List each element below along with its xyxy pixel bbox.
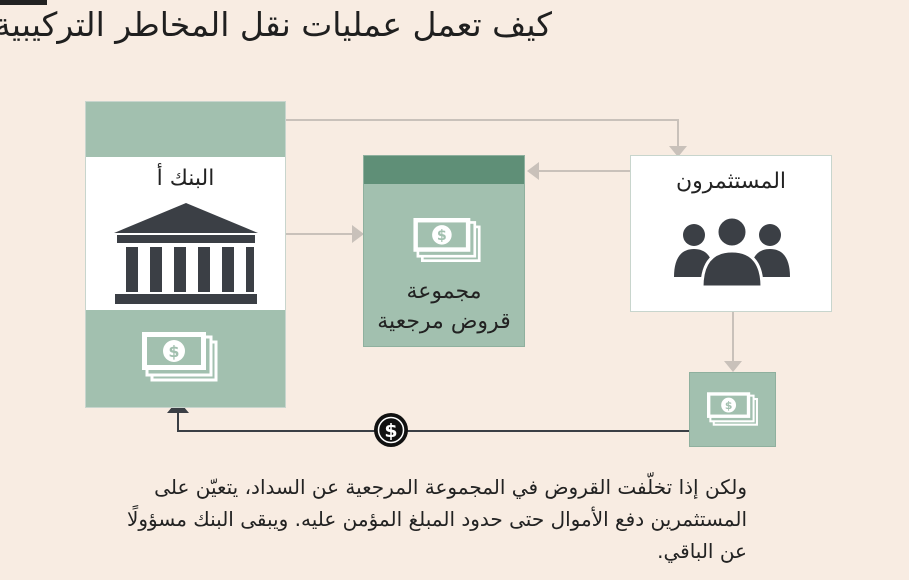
pool-label-line1: مجموعة bbox=[407, 279, 483, 304]
cash-stack-icon: $ bbox=[143, 332, 219, 382]
pool-label-line2: قروض مرجعية bbox=[378, 309, 512, 334]
svg-text:$: $ bbox=[169, 342, 180, 361]
explanation-line-2: المستثمرين دفع الأموال حتى حدود المبلغ ا… bbox=[127, 507, 748, 531]
explanation-text: ولكن إذا تخلّفت القروض في المجموعة المرج… bbox=[8, 471, 748, 567]
bank-a-box: البنك أ $ bbox=[86, 101, 287, 408]
pool-label: مجموعة قروض مرجعية bbox=[365, 277, 525, 337]
arrow-payment-to-bank bbox=[178, 412, 690, 432]
bank-header-band bbox=[87, 102, 286, 157]
top-accent-bar bbox=[0, 0, 48, 5]
investor-payment-box: $ bbox=[690, 372, 777, 447]
bank-footer-band: $ bbox=[87, 310, 286, 407]
bank-a-label: البنك أ bbox=[157, 166, 216, 191]
arrow-bank-to-investors bbox=[287, 119, 680, 146]
dollar-coin-icon: $ bbox=[375, 413, 409, 447]
arrow-head-pool-right bbox=[528, 162, 540, 180]
people-group-icon bbox=[675, 215, 791, 289]
dollar-coin-symbol: $ bbox=[385, 420, 398, 442]
arrow-head-pool bbox=[353, 225, 365, 243]
svg-text:$: $ bbox=[438, 228, 448, 244]
page-title: كيف تعمل عمليات نقل المخاطر التركيبية bbox=[0, 5, 553, 44]
explanation-line-1: ولكن إذا تخلّفت القروض في المجموعة المرج… bbox=[155, 475, 748, 499]
arrow-head-investors bbox=[670, 146, 688, 157]
arrow-head-payment bbox=[725, 361, 743, 372]
cash-stack-icon: $ bbox=[708, 392, 759, 426]
explanation-line-3: عن الباقي. bbox=[658, 539, 748, 563]
bank-building-icon bbox=[115, 203, 259, 304]
reference-pool-box: $ مجموعة قروض مرجعية bbox=[364, 155, 526, 347]
svg-text:$: $ bbox=[726, 399, 734, 412]
pool-header-band bbox=[365, 156, 525, 184]
cash-stack-icon: $ bbox=[414, 218, 482, 262]
investors-label: المستثمرون bbox=[676, 169, 788, 194]
investors-box: المستثمرون bbox=[631, 155, 833, 312]
